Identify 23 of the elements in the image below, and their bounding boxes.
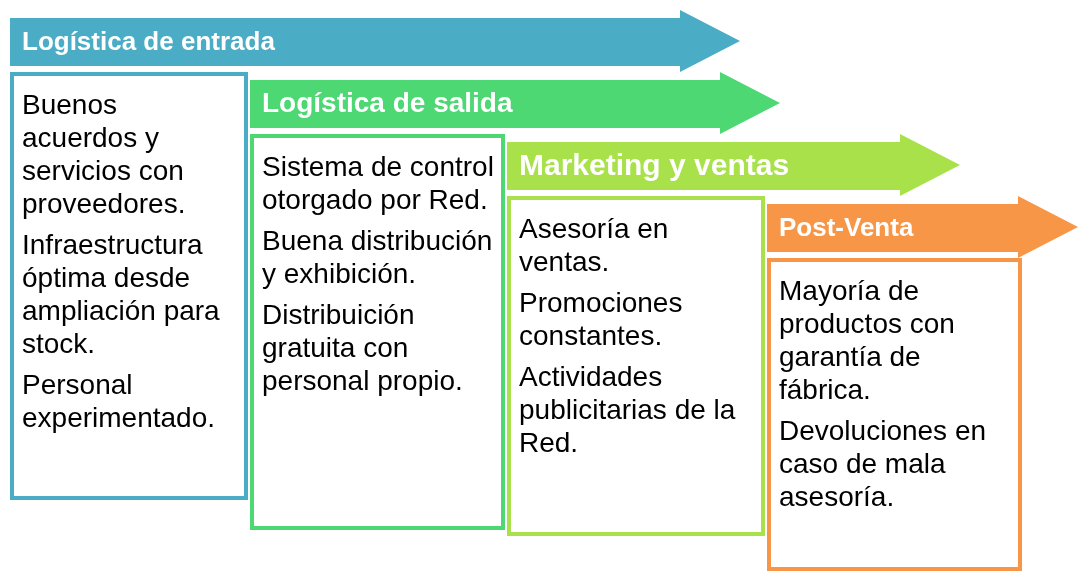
bullet-text: Distribuición gratuita con personal propio.: [262, 298, 464, 397]
arrow-banner: [767, 196, 1078, 258]
content-box: [250, 134, 505, 530]
bullet-text: Actividades publicitarias de la Red.: [519, 360, 737, 459]
bullet-text: Infraestructura óptima desde ampliación para stock.: [22, 228, 221, 360]
content-box: [507, 196, 765, 536]
heading: Logística de entrada: [22, 26, 275, 58]
bullet-text: Asesoría en ventas.: [519, 212, 670, 278]
arrow-banner: [250, 72, 780, 134]
bullet-text: Buena distribución y exhibición.: [262, 224, 494, 290]
arrow-banner: [507, 134, 960, 196]
heading: Post-Venta: [779, 212, 914, 244]
bullet-text: Devoluciones en caso de mala asesoría.: [779, 414, 988, 513]
content-box: [10, 72, 248, 500]
heading: Logística de salida: [262, 87, 513, 120]
bullet-text: Personal experimentado.: [22, 368, 216, 434]
content-box: [767, 258, 1022, 571]
arrow-banner: [10, 10, 740, 72]
heading: Marketing y ventas: [519, 148, 790, 182]
bullet-text: Buenos acuerdos y servicios con proveedores.: [22, 88, 187, 220]
bullet-text: Promociones constantes.: [519, 286, 684, 352]
bullet-text: Mayoría de productos con garantía de fábrica.: [779, 274, 956, 406]
bullet-text: Sistema de control otorgado por Red.: [262, 150, 495, 216]
